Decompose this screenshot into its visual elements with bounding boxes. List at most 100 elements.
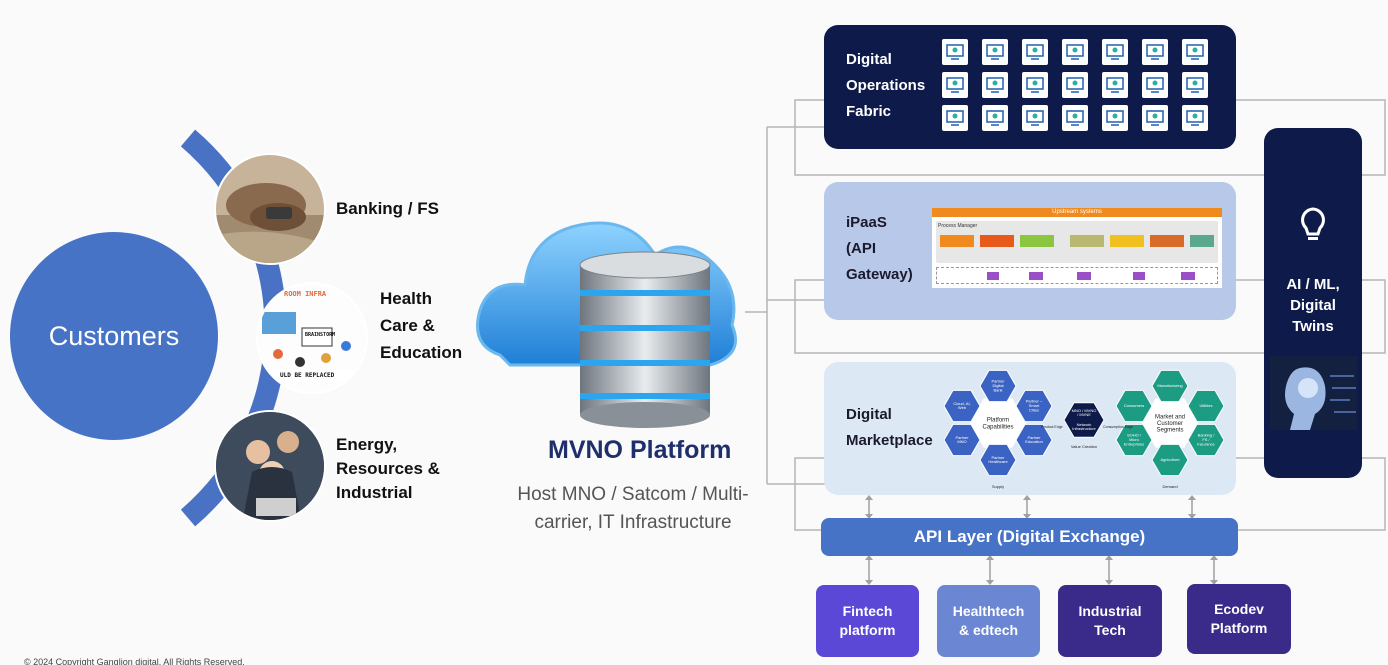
left-hex xyxy=(943,423,981,457)
ops-tool-icon xyxy=(942,39,968,65)
edu-sign-top: ROOM INFRA xyxy=(284,290,327,298)
edu-sign-bottom: ULD BE REPLACED xyxy=(280,372,335,379)
segment-label-health: Health Care & Education xyxy=(380,285,462,366)
team-photo xyxy=(216,412,324,520)
ai-ml-panel: AI / ML, Digital Twins xyxy=(1264,128,1362,478)
center-hex-label: MNO / MVNO/ MVNE xyxy=(1072,408,1097,417)
segment-line: Resources & xyxy=(336,459,440,478)
product-edge-label: Product Edge xyxy=(1041,425,1062,429)
ipaas-label: iPaaS (API Gateway) xyxy=(846,210,913,288)
platform-title: MVNO Platform xyxy=(548,436,732,464)
left-hex xyxy=(1015,389,1053,423)
box-line: & edtech xyxy=(958,622,1019,638)
segment-label-banking: Banking / FS xyxy=(336,198,439,220)
left-hex xyxy=(1015,423,1053,457)
segment-line: Education xyxy=(380,343,463,362)
ipaas-block xyxy=(1110,235,1144,247)
ipaas-block xyxy=(1020,235,1054,247)
ops-tool-icon xyxy=(1022,72,1048,98)
lightbulb-icon xyxy=(1301,207,1325,240)
banking-hands-photo xyxy=(216,183,324,263)
box-line: Healthtech xyxy=(952,603,1025,619)
industrial-box: Industrial Tech xyxy=(1058,585,1162,657)
ops-tool-icon xyxy=(982,72,1008,98)
box-line: Ecodev xyxy=(1214,601,1264,617)
panel-line: AI / ML, xyxy=(1286,276,1340,293)
right-hex xyxy=(1115,389,1153,423)
left-hex-label: Cloud, AI,Web xyxy=(953,401,970,410)
ipaas-panel: iPaaS (API Gateway) Upstream systems Pro… xyxy=(824,182,1236,320)
ops-tool-icon xyxy=(1142,39,1168,65)
left-hex xyxy=(979,369,1017,403)
ops-tool-icon xyxy=(1182,72,1208,98)
panel-line: Digital xyxy=(1290,297,1336,314)
center-hex xyxy=(1063,402,1105,438)
box-line: platform xyxy=(839,622,896,638)
education-illustration xyxy=(258,284,366,392)
panel-line: Gateway) xyxy=(846,266,913,283)
right-hex-label: Banking /FS /Insurance xyxy=(1197,433,1215,447)
ipaas-block xyxy=(1190,235,1214,247)
banking-image xyxy=(214,153,326,265)
healthtech-box: Healthtech & edtech xyxy=(937,585,1040,657)
digital-ops-label: Digital Operations Fabric xyxy=(846,47,925,125)
ai-ml-label: AI / ML, Digital Twins xyxy=(1264,274,1362,337)
segment-line: Banking / FS xyxy=(336,199,439,218)
right-hex xyxy=(1187,389,1225,423)
digital-ops-panel: Digital Operations Fabric xyxy=(824,25,1236,149)
customers-circle: Customers xyxy=(10,232,218,440)
ops-tool-icon xyxy=(1182,39,1208,65)
left-hex xyxy=(943,389,981,423)
ops-tool-icon xyxy=(1062,72,1088,98)
customers-label: Customers xyxy=(48,320,180,351)
ipaas-header: Upstream systems xyxy=(932,208,1222,217)
right-hex xyxy=(1151,443,1189,477)
segment-label-energy: Energy, Resources & Industrial xyxy=(336,433,440,505)
ipaas-api-row xyxy=(936,267,1218,284)
right-hex-label: Agriculture xyxy=(1160,457,1180,462)
ops-icon-grid xyxy=(942,39,1222,139)
ops-tool-icon xyxy=(942,72,968,98)
ipaas-block xyxy=(1150,235,1184,247)
api-layer-bar: API Layer (Digital Exchange) xyxy=(821,518,1238,556)
ecodev-box: Ecodev Platform xyxy=(1187,584,1291,654)
segment-line: Energy, xyxy=(336,435,398,454)
right-hex-label: Consumers xyxy=(1124,403,1144,408)
ops-tool-icon xyxy=(1182,105,1208,131)
edu-sign-mid: BRAINSTORM xyxy=(305,332,336,338)
ops-tool-icon xyxy=(942,105,968,131)
panel-line: iPaaS xyxy=(846,214,887,231)
panel-line: Operations xyxy=(846,77,926,94)
ops-tool-icon xyxy=(1022,39,1048,65)
platform-subtitle-line: Host MNO / Satcom / Multi- xyxy=(517,484,749,505)
panel-line: Marketplace xyxy=(846,432,933,449)
panel-line: Digital xyxy=(846,51,892,68)
education-image: ROOM INFRA BRAINSTORM ULD BE REPLACED xyxy=(256,282,368,394)
copyright-footer: © 2024 Copyright Ganglion digital. All R… xyxy=(24,657,245,665)
box-line: Industrial xyxy=(1078,603,1142,619)
ops-tool-icon xyxy=(1102,39,1128,65)
panel-line: (API xyxy=(846,240,876,257)
ipaas-block xyxy=(980,235,1014,247)
ipaas-block xyxy=(940,235,974,247)
cloud-database-icon xyxy=(476,221,737,428)
ops-tool-icon xyxy=(982,105,1008,131)
demand-label: Demand xyxy=(1162,484,1177,489)
ops-tool-icon xyxy=(1142,105,1168,131)
ops-tool-icon xyxy=(1102,105,1128,131)
platform-subtitle: Host MNO / Satcom / Multi- carrier, IT I… xyxy=(488,481,778,537)
right-hex xyxy=(1187,423,1225,457)
market-segments-hex xyxy=(1141,398,1199,448)
platform-capabilities-hex xyxy=(969,398,1027,448)
ops-tool-icon xyxy=(1142,72,1168,98)
ipaas-process-label: Process Manager xyxy=(938,223,978,229)
